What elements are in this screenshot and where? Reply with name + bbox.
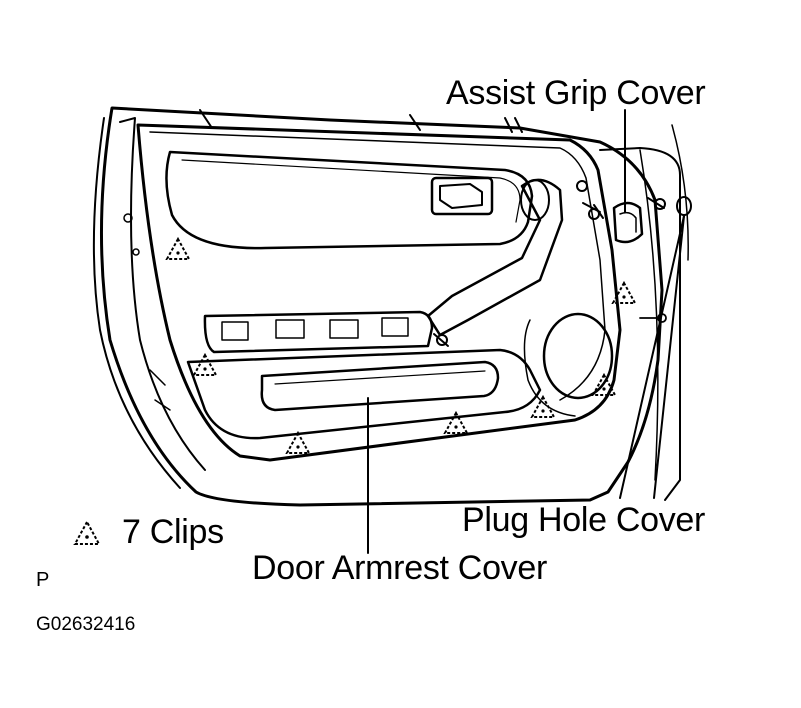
assist-grip-cover-part [612, 201, 644, 244]
speaker-grille [542, 312, 614, 400]
door-armrest-cover-part [260, 360, 500, 412]
door-outer-shell [100, 106, 664, 507]
pillar-line-2 [671, 124, 689, 261]
clip-icon [193, 354, 217, 376]
leader-plug-hole-cover-1 [619, 215, 685, 499]
shell-bracket [149, 369, 171, 411]
inside-door-handle-bezel [430, 176, 494, 216]
power-window-switch-bezel [203, 310, 434, 354]
door-frame-inner-line-2 [92, 117, 181, 489]
door-frame-inner-line [119, 117, 206, 471]
screw-upper-head [588, 208, 600, 220]
assist-grip [426, 178, 564, 337]
speaker-surround [523, 319, 576, 417]
assist-grip-mount [520, 179, 550, 221]
armrest-panel [186, 348, 542, 440]
clip-icon [166, 238, 190, 260]
switch-2 [275, 319, 305, 339]
pillar-line [639, 149, 659, 481]
door-trim-board [136, 123, 622, 462]
grommet [576, 180, 588, 192]
assist-grip-cover-label: Assist Grip Cover [446, 74, 706, 112]
screw-grip-cover [654, 198, 666, 210]
clip-legend-icon [73, 519, 101, 545]
switch-4 [381, 317, 409, 337]
upper-trim-panel [165, 150, 534, 250]
switch-3 [329, 319, 359, 339]
hinge-pillar-right [599, 147, 681, 501]
view-marker-label: P [36, 569, 50, 591]
screw-armrest-head [436, 334, 448, 346]
clip-icon [531, 396, 555, 418]
door-trim-board-inner [149, 131, 606, 401]
assist-grip-cover-inner [619, 211, 637, 233]
screw-grip-cover-shaft [647, 197, 665, 209]
figure-code-label: G02632416 [36, 614, 136, 635]
armrest-rib [274, 370, 486, 385]
clips-legend-label: 7 Clips [122, 513, 224, 551]
plug-hole-cover-label: Plug Hole Cover [462, 501, 706, 539]
leader-plug-hole-cover-2 [653, 215, 685, 499]
shell-hole-2 [132, 248, 140, 256]
door-armrest-cover-label: Door Armrest Cover [252, 549, 548, 587]
screw-armrest-shaft [433, 333, 449, 347]
shell-hole-1 [123, 213, 133, 223]
switch-1 [221, 321, 249, 341]
top-molding [199, 109, 523, 133]
inside-door-handle [439, 183, 483, 209]
